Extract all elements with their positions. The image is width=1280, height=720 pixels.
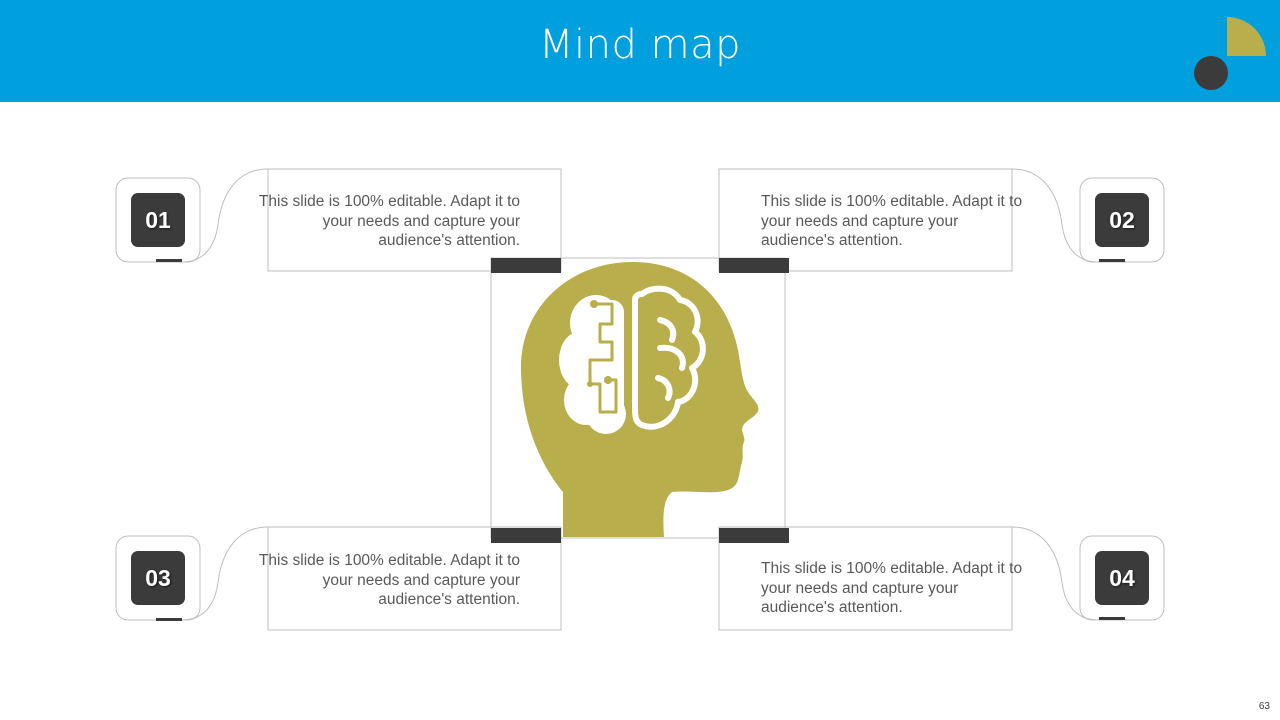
badge-04: 04 bbox=[1095, 551, 1149, 605]
textbox-frame-3 bbox=[267, 526, 562, 631]
textbox-frame-4 bbox=[718, 526, 1013, 631]
header-bar: Mind map bbox=[0, 0, 1280, 102]
textbox-3: This slide is 100% editable. Adapt it to… bbox=[258, 552, 520, 608]
brain-head-icon bbox=[520, 262, 759, 537]
connector-4 bbox=[1011, 526, 1099, 621]
textbox-frame-2 bbox=[718, 168, 1013, 272]
page-number: 63 bbox=[1258, 701, 1270, 712]
badge-03: 03 bbox=[131, 551, 185, 605]
connector-2 bbox=[1011, 168, 1099, 263]
textbox-2: This slide is 100% editable. Adapt it to… bbox=[761, 193, 1023, 249]
badge-02: 02 bbox=[1095, 193, 1149, 247]
center-frame bbox=[490, 257, 786, 539]
connector-1 bbox=[181, 168, 269, 263]
slide-title: Mind map bbox=[539, 22, 741, 68]
connector-3 bbox=[181, 526, 269, 621]
decorative-shapes-icon bbox=[1194, 17, 1266, 90]
badge-01: 01 bbox=[131, 193, 185, 247]
textbox-frame-1 bbox=[267, 168, 562, 272]
textbox-4: This slide is 100% editable. Adapt it to… bbox=[761, 560, 1023, 616]
textbox-1: This slide is 100% editable. Adapt it to… bbox=[258, 193, 520, 249]
